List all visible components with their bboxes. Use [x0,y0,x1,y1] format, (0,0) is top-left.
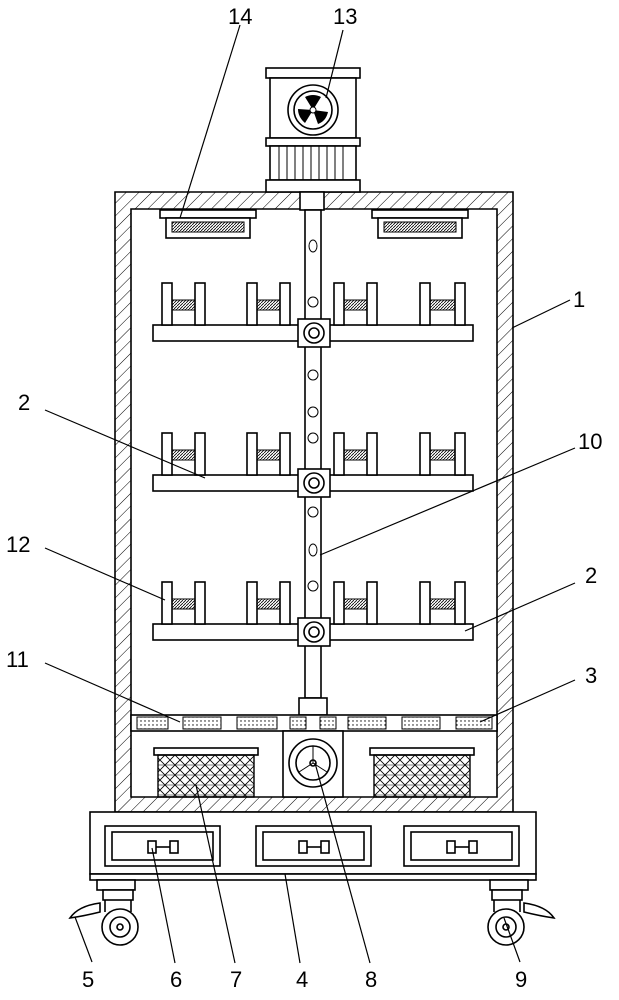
label-10: 10 [578,429,602,454]
label-1: 1 [573,287,585,312]
blower-unit [282,730,344,798]
leader-lines [44,24,576,964]
fan-icon [298,95,328,124]
label-8: 8 [365,967,377,992]
drawer-right [403,825,520,867]
upper-filter-left [159,209,257,239]
label-14: 11 [6,647,29,672]
label-3: 3 [585,663,597,688]
reference-labels: 14 13 1 2 10 12 2 11 3 5 6 7 4 8 9 [6,4,602,992]
clamp-group [161,282,466,625]
label-4: 4 [296,967,308,992]
shelf-1 [152,318,474,348]
filter-box-right [369,747,475,798]
filter-box-left [153,747,259,798]
drawer-left [104,825,221,867]
label-7: 7 [230,967,242,992]
caster-right [487,879,556,946]
label-13: 12 [6,532,30,557]
caster-left [68,879,139,946]
drawer-middle [255,825,372,867]
label-6: 6 [170,967,182,992]
label-11: 13 [333,4,357,29]
top-fan-unit [265,67,361,193]
shelf-3 [152,617,474,647]
label-2b: 2 [585,563,597,588]
upper-filter-right [371,209,469,239]
label-2a: 2 [18,390,30,415]
label-12: 14 [228,4,252,29]
label-9: 9 [515,967,527,992]
shelf-2 [152,468,474,498]
partition-plate [130,714,498,732]
label-5: 5 [82,967,94,992]
